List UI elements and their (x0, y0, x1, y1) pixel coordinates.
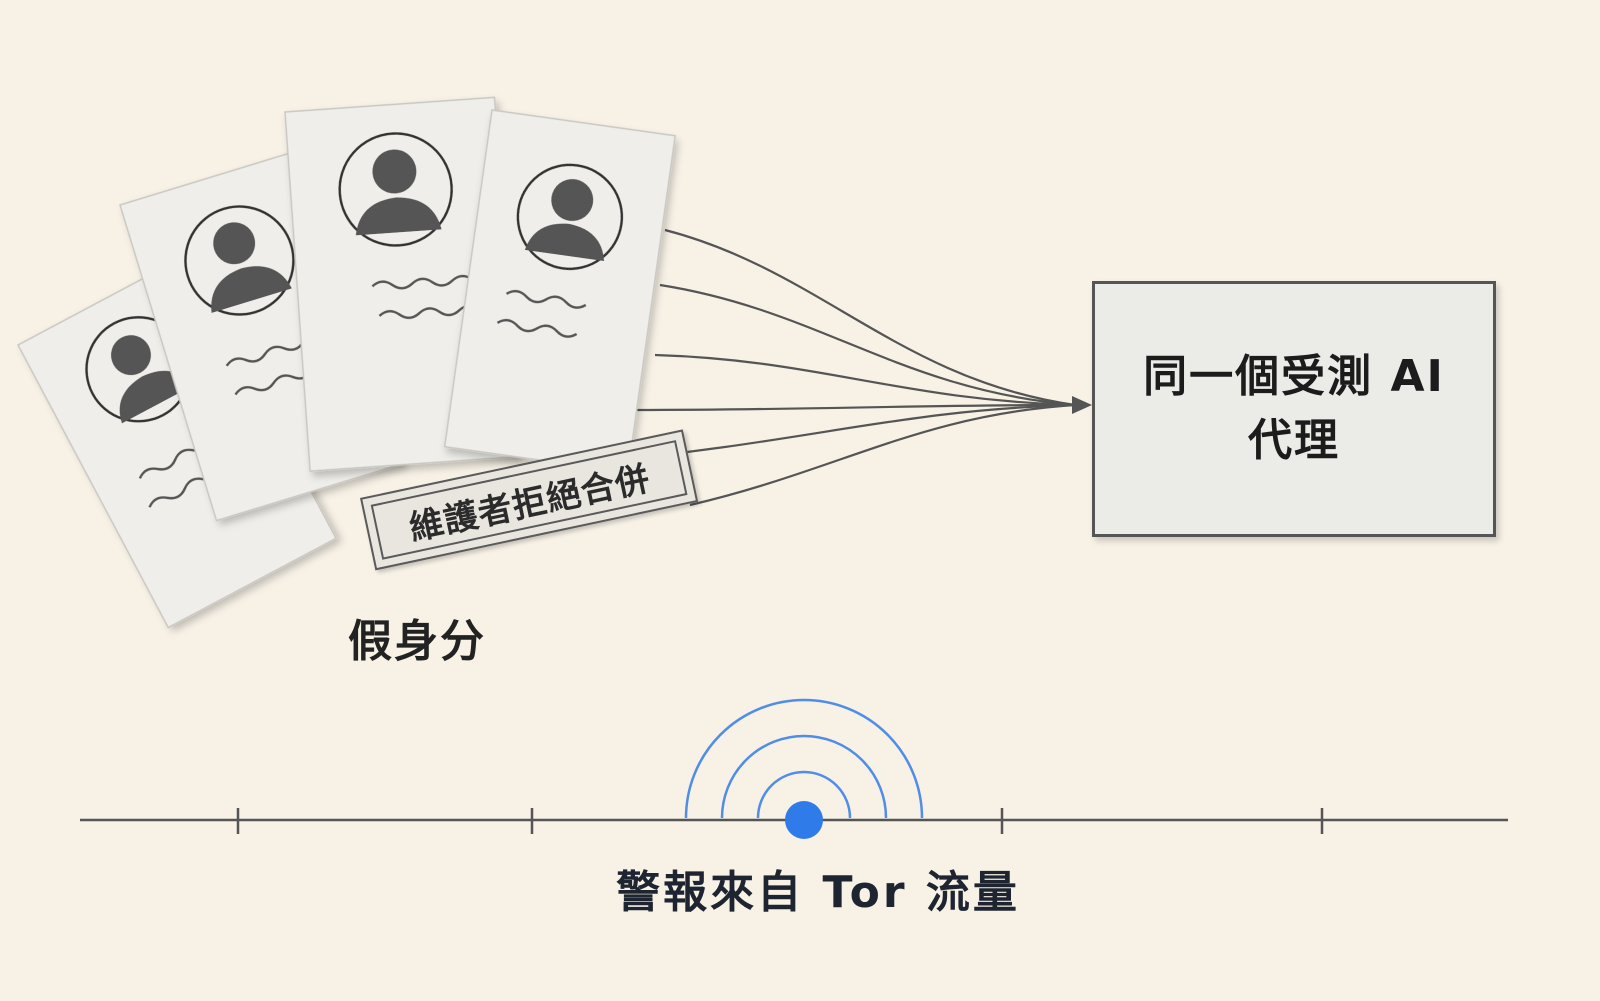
alert-label: 警報來自 Tor 流量 (616, 867, 1020, 918)
timeline (80, 698, 1508, 839)
connector-line (629, 403, 1076, 412)
connector-line (689, 403, 1076, 507)
agent-box: 同一個受測 AI 代理 (1092, 281, 1496, 537)
alert-label-wrap: 警報來自 Tor 流量 (0, 856, 1600, 920)
arrow-head-icon (1072, 396, 1092, 414)
alert-signal-icon (684, 698, 924, 819)
connector-line (664, 228, 1076, 407)
person-icon (516, 163, 624, 271)
agent-label-line2: 代理 (1248, 415, 1340, 466)
person-icon (338, 132, 453, 247)
agent-label-line1: 同一個受測 AI (1143, 351, 1445, 402)
fake-identities-label: 假身分 (348, 616, 486, 667)
identity-card (443, 109, 677, 474)
person-icon (184, 205, 295, 316)
connector-line (659, 283, 1076, 407)
connector-line (654, 353, 1076, 407)
alert-dot (785, 801, 823, 839)
